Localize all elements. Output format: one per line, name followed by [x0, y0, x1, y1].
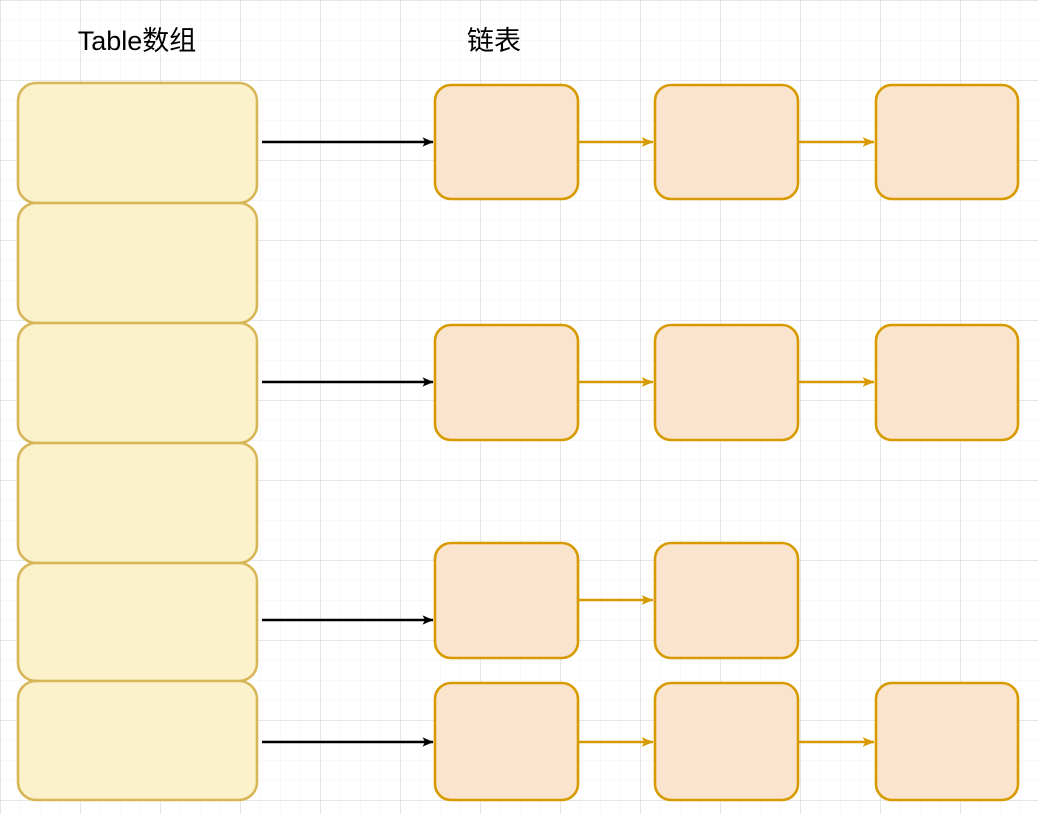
list-node-2[interactable] — [874, 83, 1020, 201]
table-cell-3[interactable] — [16, 441, 259, 565]
list-title: 链表 — [467, 26, 521, 56]
chain-2 — [262, 541, 800, 660]
chain-3 — [262, 681, 1020, 802]
list-node-1[interactable] — [653, 541, 800, 660]
linked-list-chains — [262, 83, 1020, 802]
list-node-0[interactable] — [433, 681, 580, 802]
table-cell-4[interactable] — [16, 561, 259, 683]
chain-1 — [262, 323, 1020, 442]
chain-0 — [262, 83, 1020, 201]
diagram-labels: Table数组 链表 — [78, 26, 521, 56]
table-cell-5[interactable] — [16, 679, 259, 802]
table-cell-0[interactable] — [16, 81, 259, 205]
table-cell-2[interactable] — [16, 321, 259, 445]
list-node-0[interactable] — [433, 541, 580, 660]
list-node-0[interactable] — [433, 323, 580, 442]
list-node-2[interactable] — [874, 681, 1020, 802]
table-title: Table数组 — [78, 26, 197, 56]
table-array — [16, 81, 259, 802]
list-node-0[interactable] — [433, 83, 580, 201]
table-cell-1[interactable] — [16, 201, 259, 325]
list-node-1[interactable] — [653, 681, 800, 802]
list-node-1[interactable] — [653, 83, 800, 201]
list-node-1[interactable] — [653, 323, 800, 442]
list-node-2[interactable] — [874, 323, 1020, 442]
